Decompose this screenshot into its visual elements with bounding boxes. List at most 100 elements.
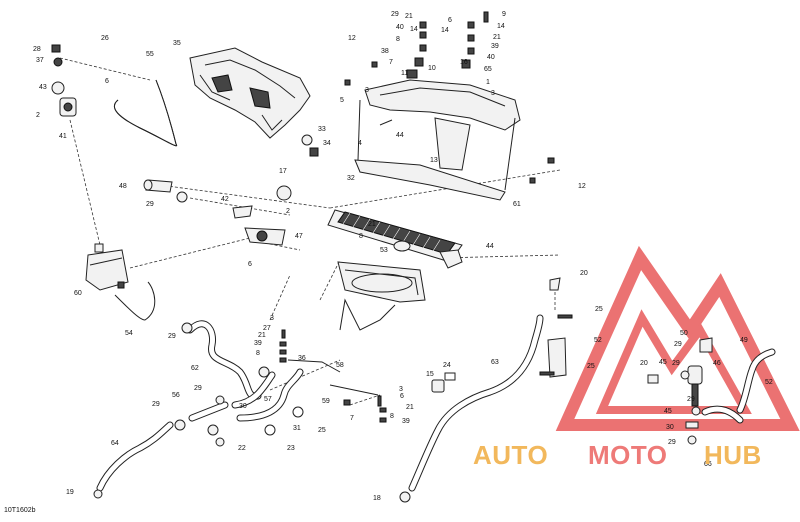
callout-25: 25	[595, 306, 603, 313]
callout-21: 21	[258, 332, 266, 339]
watermark-moto: MOTO	[588, 440, 668, 470]
callout-5: 5	[340, 97, 344, 104]
callout-29: 29	[168, 333, 176, 340]
callout-29: 29	[668, 439, 676, 446]
callout-47: 47	[295, 233, 303, 240]
callout-15: 15	[426, 371, 434, 378]
callout-61: 61	[513, 201, 521, 208]
callout-1: 1	[486, 79, 490, 86]
hose-64	[96, 421, 174, 492]
callout-22: 22	[238, 445, 246, 452]
callout-40: 40	[396, 24, 404, 31]
callout-6: 6	[400, 393, 404, 400]
callout-36: 36	[298, 355, 306, 362]
callout-30: 30	[239, 403, 247, 410]
callout-65: 65	[484, 66, 492, 73]
fasteners-59	[329, 384, 387, 423]
callout-40: 40	[487, 54, 495, 61]
hose-66	[677, 452, 695, 498]
clamps-lower-left	[93, 322, 304, 499]
callout-10: 10	[428, 65, 436, 72]
callout-25: 25	[318, 427, 326, 434]
callout-29: 29	[194, 385, 202, 392]
callout-8: 8	[390, 413, 394, 420]
callout-52: 52	[594, 337, 602, 344]
callout-34: 34	[323, 140, 331, 147]
callout-2: 2	[36, 112, 40, 119]
callout-58: 58	[336, 362, 344, 369]
callout-11: 11	[401, 70, 408, 77]
callout-18: 18	[373, 495, 381, 502]
diagram-id: 10T1602b	[4, 507, 36, 514]
callout-42: 42	[221, 196, 229, 203]
callout-6: 6	[248, 261, 252, 268]
callout-29: 29	[674, 341, 682, 348]
callout-28: 28	[33, 46, 41, 53]
callout-56: 56	[172, 392, 180, 399]
callout-20: 20	[580, 270, 588, 277]
callout-8: 8	[359, 233, 363, 240]
callout-44: 44	[486, 243, 494, 250]
watermark-auto: AUTO	[473, 440, 548, 470]
callout-14: 14	[441, 27, 449, 34]
callout-64: 64	[111, 440, 119, 447]
housing-41	[51, 44, 77, 117]
callout-6: 6	[105, 78, 109, 85]
callout-24: 24	[443, 362, 451, 369]
callout-17: 17	[279, 168, 287, 175]
callout-2: 2	[286, 208, 290, 215]
callout-38: 38	[381, 48, 389, 55]
callout-29: 29	[672, 360, 680, 367]
clamp-18	[399, 491, 411, 503]
callout-45: 45	[664, 408, 672, 415]
callout-49: 49	[740, 337, 748, 344]
callout-29: 29	[152, 401, 160, 408]
callout-7: 7	[350, 415, 354, 422]
dashed-reference-lines	[59, 57, 561, 406]
coolant-reservoir-60	[85, 243, 129, 291]
callout-26: 26	[101, 35, 109, 42]
part-15-24	[431, 372, 456, 393]
fasteners-27	[279, 329, 341, 373]
callout-23: 23	[287, 445, 295, 452]
callout-29: 29	[146, 201, 154, 208]
callout-48: 48	[119, 183, 127, 190]
callout-8: 8	[396, 36, 400, 43]
callout-27: 27	[263, 325, 271, 332]
callout-39: 39	[254, 340, 262, 347]
callout-20: 20	[640, 360, 648, 367]
callout-19: 19	[66, 489, 74, 496]
callout-31: 31	[293, 425, 301, 432]
callout-9: 9	[502, 11, 506, 18]
watermark-text: AUTO MOTO HUB	[473, 440, 761, 470]
callout-14: 14	[410, 26, 418, 33]
callout-21: 21	[493, 34, 501, 41]
body-panel-35	[189, 47, 311, 139]
clamp-29	[176, 191, 188, 203]
hose-62	[186, 320, 262, 400]
callout-35: 35	[173, 40, 181, 47]
callout-21: 21	[368, 221, 376, 228]
callout-39: 39	[402, 418, 410, 425]
callout-25: 25	[587, 363, 595, 370]
callout-55: 55	[146, 51, 154, 58]
callout-8: 8	[256, 350, 260, 357]
callout-3: 3	[365, 87, 369, 94]
callout-6: 6	[448, 17, 452, 24]
hose-57	[231, 371, 276, 409]
connector-20	[647, 374, 659, 384]
callout-52: 52	[765, 379, 773, 386]
callout-21: 21	[405, 13, 413, 20]
callout-37: 37	[36, 57, 44, 64]
callout-66: 66	[704, 461, 712, 468]
filler-neck-47	[232, 185, 292, 246]
callout-3: 3	[491, 90, 495, 97]
callout-54: 54	[125, 330, 133, 337]
callout-45: 45	[659, 359, 667, 366]
callout-39: 39	[491, 43, 499, 50]
radiator-61	[327, 209, 463, 269]
tee-fitting-46	[680, 337, 713, 445]
